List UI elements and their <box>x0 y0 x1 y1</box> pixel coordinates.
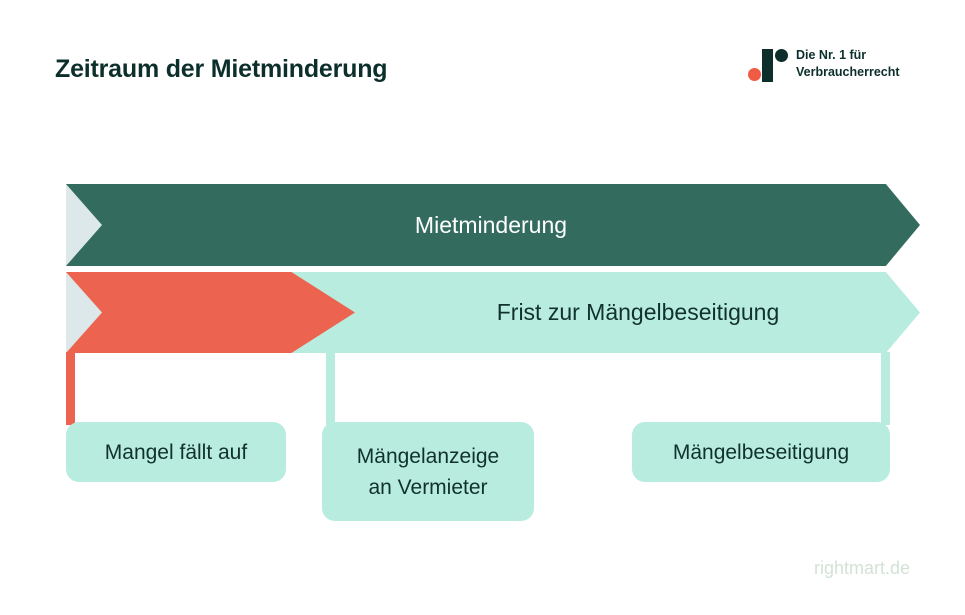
bar-left-chevron-notch <box>66 184 102 266</box>
watermark: rightmart.de <box>813 558 910 578</box>
timeline-bar-mietminderung: Mietminderung <box>66 184 920 266</box>
bar-label-mietminderung: Mietminderung <box>414 211 568 238</box>
logo-mark-icon <box>748 47 790 85</box>
page-title: Zeitraum der Mietminderung <box>55 55 388 83</box>
milestone-label-maengelanzeige: Mängelanzeige an Vermieter <box>357 441 499 503</box>
milestone-label-maengelanzeige-line2: an Vermieter <box>368 475 488 499</box>
logo-red-dot-icon <box>748 68 761 81</box>
red-left-chevron-notch <box>66 272 102 353</box>
connector-mangel <box>66 352 75 425</box>
milestone-chip-maengelbeseitigung: Mängelbeseitigung <box>632 422 890 482</box>
milestone-chip-mangel: Mangel fällt auf <box>66 422 286 482</box>
logo-tagline-line1: Die Nr. 1 für <box>796 48 867 62</box>
milestone-label-maengelanzeige-line1: Mängelanzeige <box>356 444 500 468</box>
brand-logo: Die Nr. 1 für Verbraucherrecht <box>748 47 918 92</box>
bar-label-frist: Frist zur Mängelbeseitigung <box>496 299 780 325</box>
connector-maengelbeseitigung <box>881 352 890 425</box>
logo-bar-shape <box>762 49 773 82</box>
milestone-chip-maengelanzeige: Mängelanzeige an Vermieter <box>322 422 534 521</box>
timeline-segment-mangel-bis-anzeige <box>66 272 355 353</box>
milestone-label-maengelbeseitigung: Mängelbeseitigung <box>672 440 850 464</box>
logo-tagline-line2: Verbraucherrecht <box>796 65 900 79</box>
logo-tagline: Die Nr. 1 für Verbraucherrecht <box>796 47 900 81</box>
logo-dark-dot-icon <box>775 49 788 62</box>
milestone-label-mangel: Mangel fällt auf <box>104 440 248 464</box>
connector-maengelanzeige <box>326 352 335 425</box>
